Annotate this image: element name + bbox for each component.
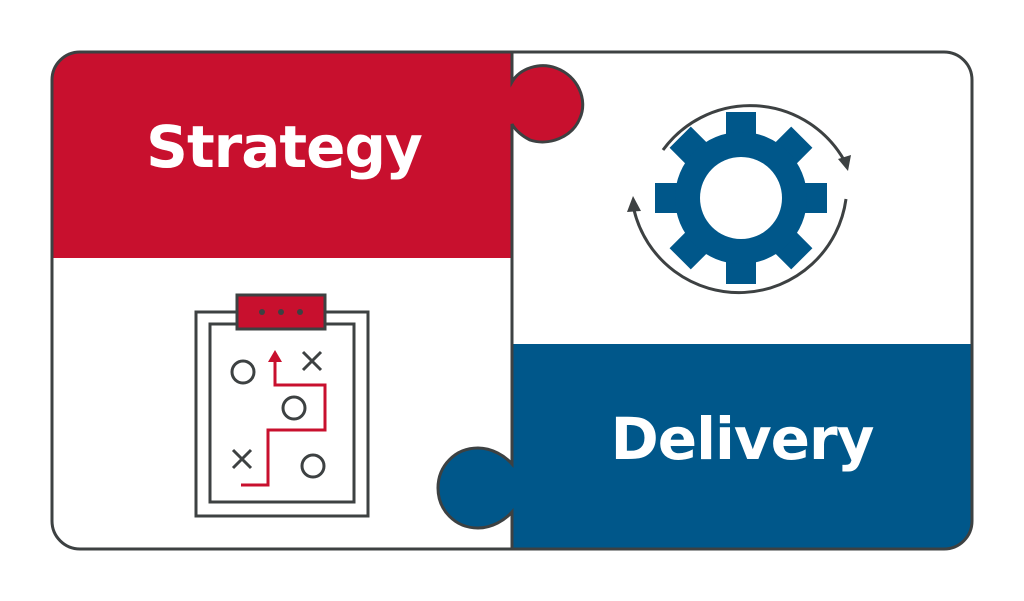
strategy-label: Strategy (146, 113, 423, 181)
playbook-clipboard-icon (194, 293, 370, 518)
card-border (50, 50, 974, 551)
strategy-header-block (52, 52, 583, 258)
delivery-label: Delivery (610, 405, 875, 473)
rotating-gear-icon (627, 104, 851, 295)
delivery-footer-block (438, 344, 972, 549)
puzzle-divider (436, 52, 585, 549)
